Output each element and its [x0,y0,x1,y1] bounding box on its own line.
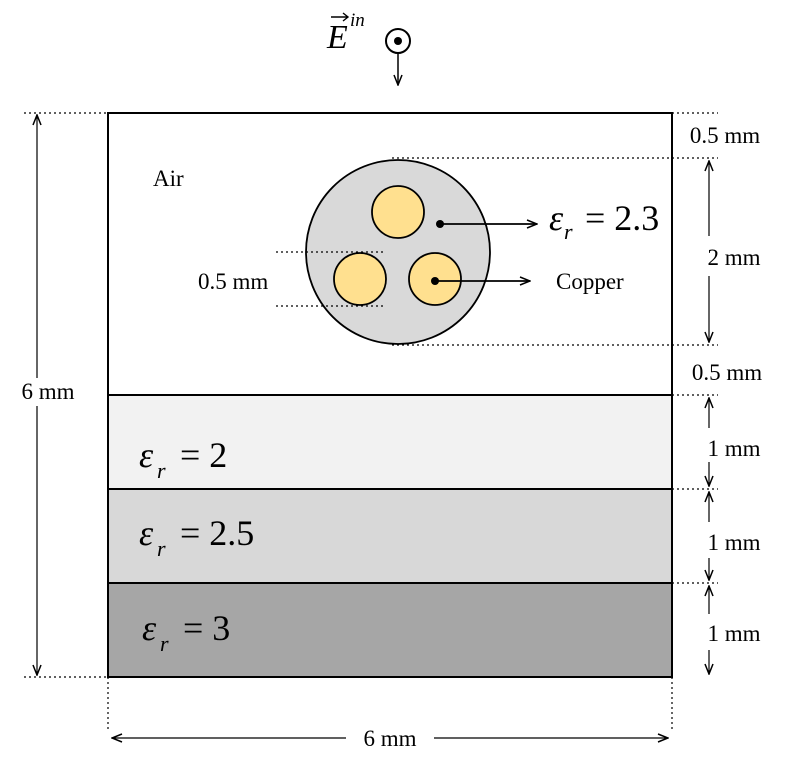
svg-text:r: r [157,458,166,483]
conductor-top [371,185,425,239]
svg-text:r: r [160,631,169,656]
dim-cable: 2 mm [707,245,760,270]
dim-layer1: 1 mm [707,436,760,461]
conductor-diameter-label: 0.5 mm [198,269,268,294]
svg-text:= 2.3: = 2.3 [585,198,659,238]
svg-text:r: r [157,536,166,561]
cable [305,159,491,345]
bottom-width-dimension: 6 mm [107,677,673,751]
svg-text:ε: ε [139,435,154,475]
out-of-plane-dot-icon [394,37,402,45]
field-superscript: in [350,10,365,31]
layer-eps-2 [108,395,672,489]
layer1-eps-label: ε r = 2 [139,435,227,483]
left-height-label: 6 mm [21,379,74,404]
svg-text:= 2: = 2 [180,435,227,475]
svg-text:ε: ε [142,608,157,648]
jacket-eps-label: ε r = 2.3 [549,198,659,244]
bottom-width-label: 6 mm [363,726,416,751]
field-symbol: E [326,19,348,56]
copper-label: Copper [556,269,624,294]
dim-layer2: 1 mm [707,530,760,555]
svg-text:= 3: = 3 [183,608,230,648]
incident-field: E in [326,10,411,85]
conductor-left [333,252,387,306]
dim-air-bottom: 0.5 mm [692,360,762,385]
dim-layer3: 1 mm [707,621,760,646]
layer3-eps-label: ε r = 3 [142,608,230,656]
layer-eps-2-5 [108,489,672,583]
layer-eps-3 [108,583,672,677]
svg-text:= 2.5: = 2.5 [180,513,254,553]
svg-text:ε: ε [139,513,154,553]
layer2-eps-label: ε r = 2.5 [139,513,254,561]
svg-text:r: r [564,219,573,244]
svg-text:ε: ε [549,198,564,238]
dim-air-top: 0.5 mm [690,123,760,148]
air-label: Air [153,166,184,191]
vector-arrow-icon [331,12,350,22]
left-height-dimension: 6 mm [6,112,108,678]
right-dimensions: 0.5 mm 2 mm 0.5 mm 1 mm 1 mm 1 mm [392,112,762,674]
